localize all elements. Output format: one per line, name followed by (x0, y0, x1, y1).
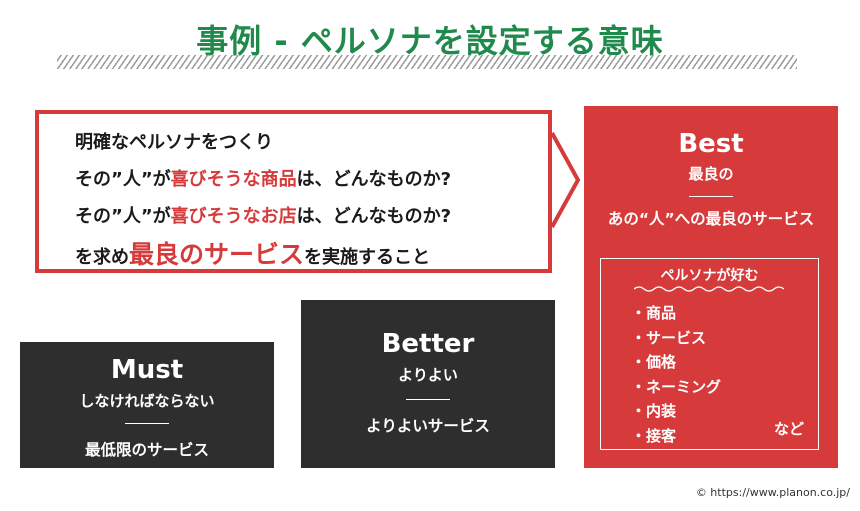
callout-line-4-tail: を実施すること (304, 247, 431, 268)
better-box: Better よりよい よりよいサービス (301, 300, 555, 468)
persona-preference-list: ・商品 ・サービス ・価格 ・ネーミング ・内装 ・接客 (631, 301, 721, 448)
best-title: Best (678, 129, 744, 159)
copyright-credit: © https://www.planon.co.jp/ (695, 486, 850, 499)
list-item: ・価格 (631, 353, 677, 371)
list-item: ・接客 (631, 426, 677, 445)
callout-pointer-arrow-icon (550, 132, 581, 228)
title-hatch-decoration (57, 55, 797, 69)
callout-line-3-highlight: 喜びそうなお店 (170, 206, 297, 227)
purpose-callout: 明確なペルソナをつくり その”人”が喜びそうな商品は、どんなものか? その”人”… (35, 110, 552, 273)
callout-line-4: を求め最良のサービスを実施すること (75, 235, 430, 271)
callout-line-2: その”人”が喜びそうな商品は、どんなものか? (75, 165, 451, 191)
callout-line-2-lead: その”人”が (75, 169, 171, 190)
callout-line-2-tail: は、どんなものか? (296, 169, 452, 190)
best-description: あの“人”への最良のサービス (607, 210, 815, 229)
callout-line-3: その”人”が喜びそうなお店は、どんなものか? (75, 202, 451, 228)
best-divider (689, 195, 733, 198)
persona-preference-panel: ペルソナが好む ・商品 ・サービス ・価格 ・ネーミング ・内装 ・接客 など (600, 258, 819, 450)
callout-line-2-highlight: 喜びそうな商品 (170, 169, 297, 190)
must-divider (125, 422, 169, 425)
list-item: ・ネーミング (631, 377, 722, 396)
must-title: Must (110, 355, 184, 385)
callout-line-3-tail: は、どんなものか? (296, 206, 452, 227)
wavy-underline (634, 286, 784, 292)
page-title: 事例 - ペルソナを設定する意味 (196, 22, 664, 60)
best-box: Best 最良の あの“人”への最良のサービス (584, 106, 838, 468)
must-description: 最低限のサービス (84, 441, 209, 460)
better-divider (406, 398, 450, 401)
callout-line-1: 明確なペルソナをつくり (75, 128, 273, 154)
callout-line-3-lead: その”人”が (75, 206, 171, 227)
list-item: ・サービス (631, 328, 707, 347)
must-box: Must しなければならない 最低限のサービス (20, 342, 274, 468)
list-item: ・商品 (631, 304, 677, 322)
callout-line-4-highlight: 最良のサービス (129, 240, 305, 269)
better-description: よりよいサービス (366, 417, 490, 436)
persona-panel-title: ペルソナが好む (660, 268, 759, 284)
callout-line-4-lead: を求め (75, 247, 129, 268)
must-subtitle: しなければならない (79, 391, 215, 410)
list-item: ・内装 (631, 402, 677, 420)
better-title: Better (381, 329, 475, 359)
etc-label: など (773, 420, 804, 438)
best-subtitle: 最良の (688, 164, 734, 183)
callout-line-1-text: 明確なペルソナをつくり (75, 132, 273, 153)
better-subtitle: よりよい (398, 365, 458, 384)
